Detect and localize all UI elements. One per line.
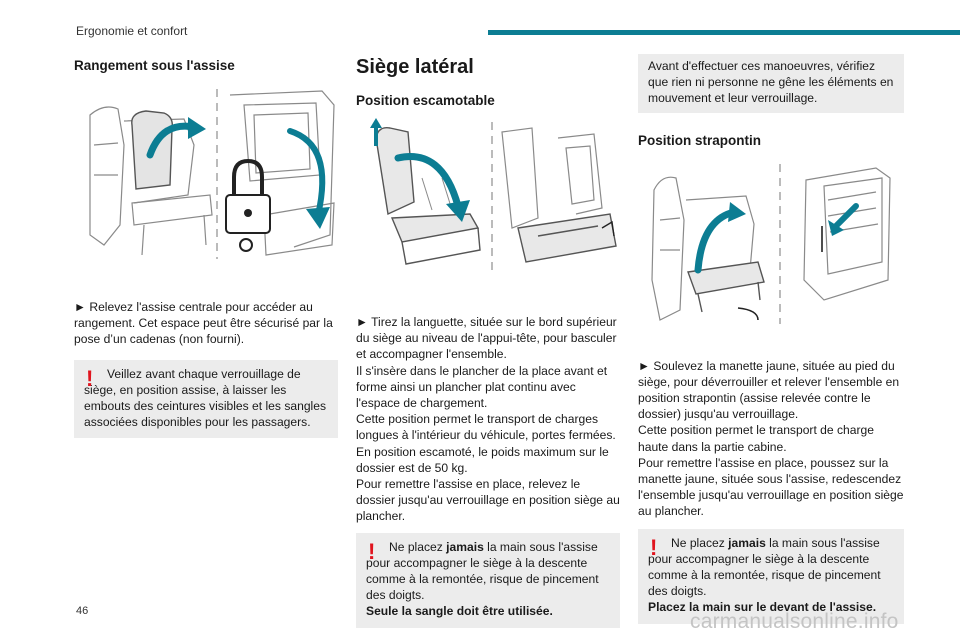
warning-icon: ! bbox=[368, 538, 376, 564]
jump-seat-instruction: ► Soulevez la manette jaune, située au p… bbox=[638, 358, 904, 519]
heading-jump-seat: Position strapontin bbox=[638, 132, 761, 148]
fold-warning-box: ! Ne placez jamais la main sous l'assise… bbox=[356, 532, 620, 628]
fold-warning-emphasis: jamais bbox=[446, 539, 484, 554]
illustration-fold bbox=[362, 118, 620, 276]
heading-side-seat: Siège latéral bbox=[356, 56, 474, 78]
warning-icon: ! bbox=[650, 534, 658, 560]
heading-storage: Rangement sous l'assise bbox=[74, 58, 235, 73]
header-accent-bar bbox=[488, 30, 960, 35]
column-jump-seat: Avant d'effectuer ces manoeuvres, vérifi… bbox=[638, 52, 904, 624]
fold-warning-pre: Ne placez bbox=[389, 539, 447, 554]
watermark: carmanualsonline.info bbox=[690, 610, 899, 633]
jump-seat-warning-box: ! Ne placez jamais la main sous l'assise… bbox=[638, 528, 904, 624]
illustration-storage bbox=[84, 85, 338, 263]
storage-warning-text: Veillez avant chaque verrouillage de siè… bbox=[84, 366, 326, 430]
caution-note-text: Avant d'effectuer ces manoeuvres, vérifi… bbox=[648, 59, 894, 106]
jump-seat-warning-post: la main sous l'assise pour accompagner l… bbox=[648, 535, 881, 599]
fold-instruction: ► Tirez la languette, située sur le bord… bbox=[356, 315, 620, 524]
section-title: Ergonomie et confort bbox=[76, 24, 188, 38]
jump-seat-warning-final: Placez la main sur le devant de l'assise… bbox=[648, 600, 877, 615]
fold-warning-final: Seule la sangle doit être utilisée. bbox=[366, 604, 553, 619]
caution-note-box: Avant d'effectuer ces manoeuvres, vérifi… bbox=[638, 54, 904, 113]
warning-icon: ! bbox=[86, 365, 94, 391]
fold-illustration-svg bbox=[370, 118, 617, 272]
jump-seat-warning-pre: Ne placez bbox=[671, 535, 729, 550]
jump-seat-warning-emphasis: jamais bbox=[728, 535, 766, 550]
fold-warning-post: la main sous l'assise pour accompagner l… bbox=[366, 539, 599, 603]
storage-instruction: ► Relevez l'assise centrale pour accéder… bbox=[74, 300, 333, 347]
jump-seat-illustration-svg bbox=[651, 163, 891, 324]
heading-fold-position: Position escamotable bbox=[356, 93, 495, 108]
page-number: 46 bbox=[76, 605, 89, 617]
column-storage: Rangement sous l'assise bbox=[74, 52, 338, 439]
storage-illustration-svg bbox=[89, 89, 335, 259]
column-side-seat: Siège latéral Position escamotable ► Tir… bbox=[356, 52, 620, 628]
illustration-jump-seat bbox=[646, 160, 904, 330]
storage-warning-box: ! Veillez avant chaque verrouillage de s… bbox=[74, 359, 338, 439]
